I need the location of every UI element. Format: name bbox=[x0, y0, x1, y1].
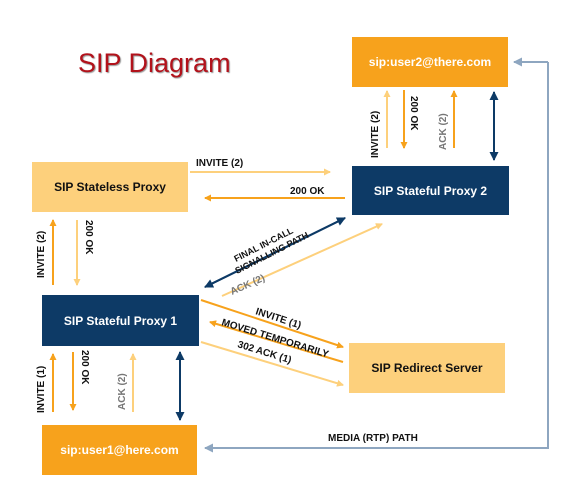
label-invite1-bottom: INVITE (1) bbox=[36, 366, 47, 413]
node-stateless-proxy: SIP Stateless Proxy bbox=[32, 162, 188, 212]
arrow-moved bbox=[209, 320, 344, 363]
label-200ok-bottom: 200 OK bbox=[79, 350, 90, 385]
node-stateful-proxy-2: SIP Stateful Proxy 2 bbox=[352, 166, 509, 215]
label-ack2-diag: ACK (2) bbox=[229, 273, 267, 298]
node-user2: sip:user2@there.com bbox=[352, 37, 508, 87]
node-redirect-server: SIP Redirect Server bbox=[349, 343, 505, 393]
arrow-ack2-diag bbox=[221, 223, 383, 297]
label-200ok-left: 200 OK bbox=[83, 220, 94, 255]
label-ack2-bottom: ACK (2) bbox=[117, 373, 128, 410]
node-user1: sip:user1@here.com bbox=[42, 425, 197, 475]
label-invite2-left: INVITE (2) bbox=[36, 231, 47, 278]
label-media-path: MEDIA (RTP) PATH bbox=[328, 433, 418, 444]
label-200ok-mid: 200 OK bbox=[290, 186, 325, 197]
arrow-media-path-to-user1 bbox=[204, 62, 549, 453]
label-invite2-top: INVITE (2) bbox=[370, 111, 381, 158]
node-stateful-proxy-1: SIP Stateful Proxy 1 bbox=[42, 295, 199, 346]
diagram-title: SIP Diagram bbox=[78, 48, 231, 78]
arrow-invite1-redirect bbox=[200, 299, 344, 349]
label-ack2-top: ACK (2) bbox=[438, 113, 449, 150]
arrow-final-path-down bbox=[204, 217, 346, 288]
label-invite2-mid: INVITE (2) bbox=[196, 158, 243, 169]
label-200ok-top: 200 OK bbox=[408, 96, 419, 131]
arrow-302-ack bbox=[200, 341, 344, 387]
label-invite1-redirect: INVITE (1) bbox=[254, 306, 302, 331]
